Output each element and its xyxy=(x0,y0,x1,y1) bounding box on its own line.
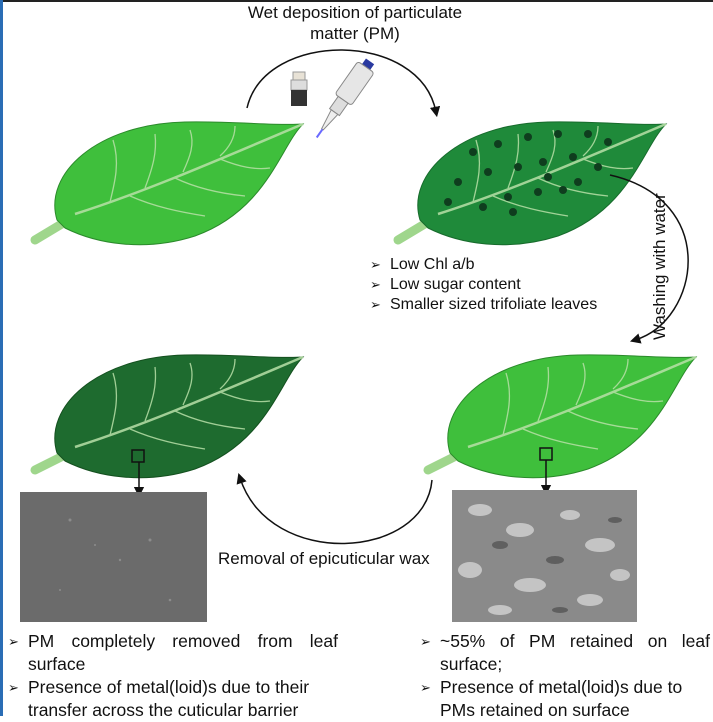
washing-arrow xyxy=(609,174,689,344)
pipette-icon xyxy=(315,58,375,139)
washing-label: Washing with water xyxy=(650,193,669,340)
frame-top-border xyxy=(0,0,713,2)
washed-findings: ~55% of PM retained on leaf surface; Pre… xyxy=(420,630,710,722)
vial-icon xyxy=(290,71,308,106)
effect-item: Low sugar content xyxy=(370,275,597,295)
effect-item: Low Chl a/b xyxy=(370,255,597,275)
pm-particles xyxy=(444,130,612,216)
effect-item: Smaller sized trifoliate leaves xyxy=(370,295,597,315)
finding-item: Presence of metal(loid)s due to PMs reta… xyxy=(420,676,710,722)
sample-area-marker xyxy=(131,449,145,463)
leaf-with-pm xyxy=(393,121,668,246)
deposition-arrow xyxy=(246,49,441,118)
finding-item: PM completely removed from leaf surface xyxy=(8,630,338,676)
finding-item: Presence of metal(loid)s due to their tr… xyxy=(8,676,338,722)
finding-item: ~55% of PM retained on leaf surface; xyxy=(420,630,710,676)
wax-removed-findings: PM completely removed from leaf surface … xyxy=(8,630,338,722)
frame-left-border xyxy=(0,0,3,716)
deposition-title: Wet deposition of particulate matter (PM… xyxy=(247,3,463,43)
leaf-initial xyxy=(30,121,305,246)
pm-effects-list: Low Chl a/b Low sugar content Smaller si… xyxy=(370,255,597,315)
leaf-wax-removed xyxy=(30,354,305,479)
wax-removal-arrow xyxy=(236,473,433,545)
sem-image-wax-removed xyxy=(20,492,207,622)
leaf-washed xyxy=(423,354,698,479)
wax-removal-label: Removal of epicuticular wax xyxy=(218,549,430,568)
